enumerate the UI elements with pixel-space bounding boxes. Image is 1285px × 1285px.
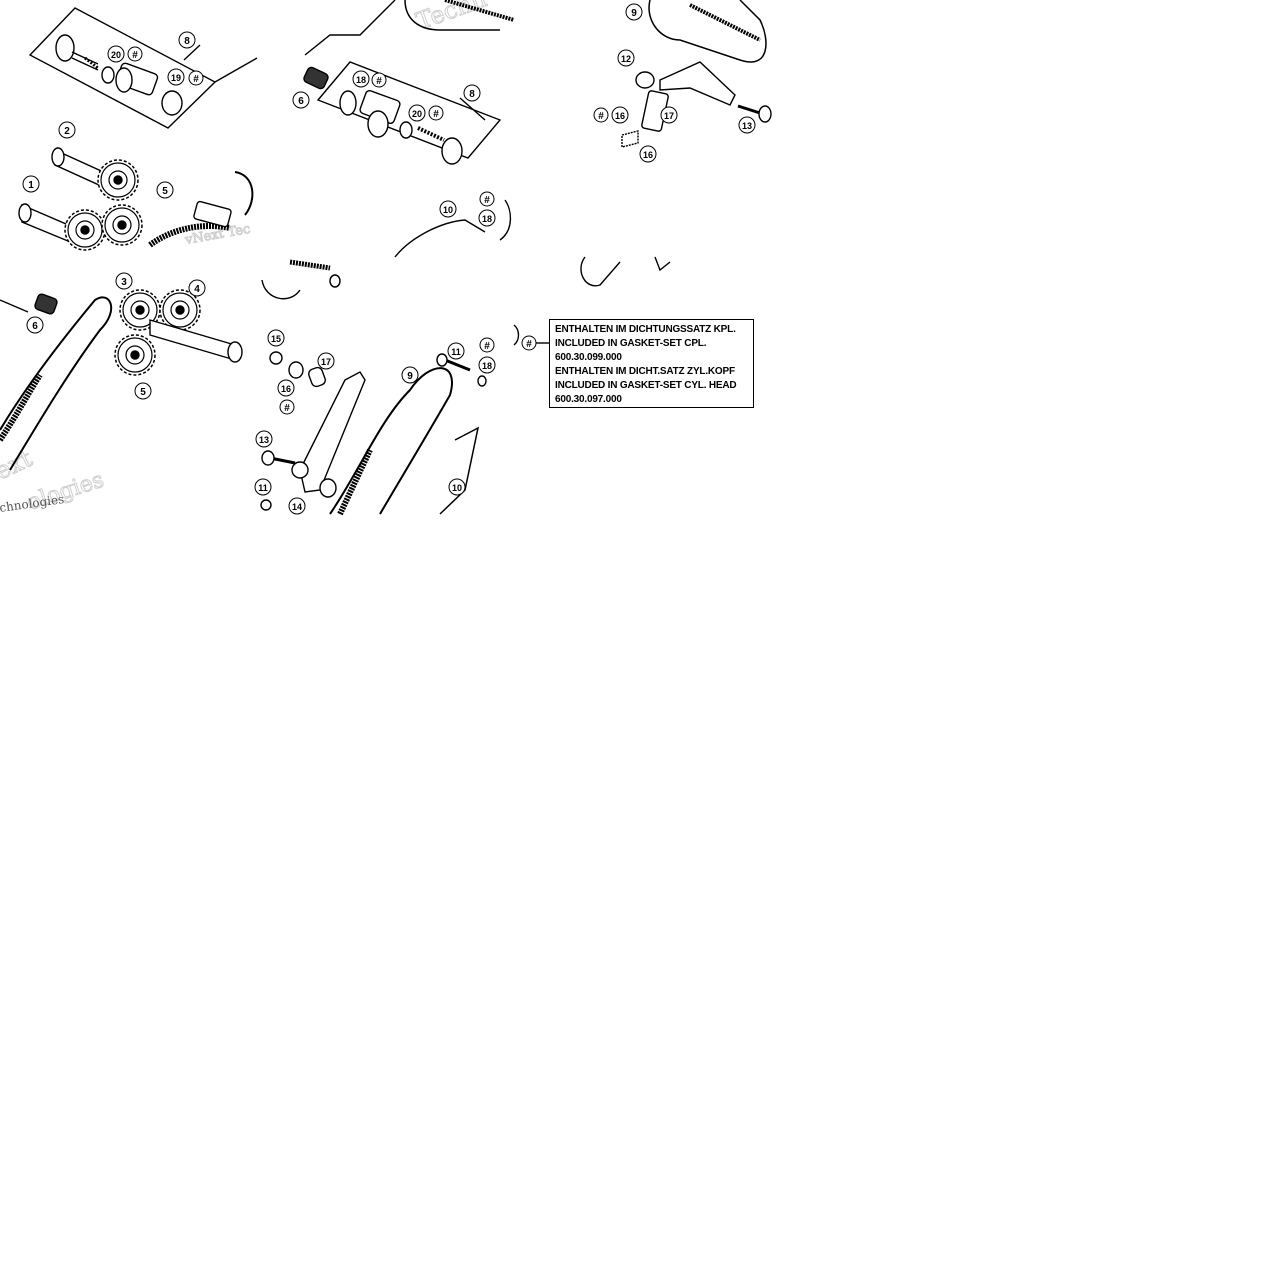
- callout-9: 9: [625, 3, 643, 21]
- callout-8: 8: [178, 31, 196, 49]
- svg-text:10: 10: [452, 483, 462, 493]
- svg-text:20: 20: [111, 50, 121, 60]
- callout-13: 13: [255, 430, 273, 448]
- svg-text:#: #: [526, 339, 532, 350]
- callout-18: 18: [478, 209, 496, 227]
- svg-text:18: 18: [356, 75, 366, 85]
- tile-chain-guide: [260, 259, 487, 516]
- callout-15: 15: [267, 329, 285, 347]
- callout-13: 13: [738, 116, 756, 134]
- tile-tensioner-assembly: [621, 0, 772, 148]
- svg-text:13: 13: [742, 121, 752, 131]
- callout-hash: #: [371, 72, 387, 88]
- gasket-set-legend: ENTHALTEN IM DICHTUNGSSATZ KPL. INCLUDED…: [549, 319, 754, 408]
- callout-hash: #: [279, 399, 295, 415]
- svg-text:18: 18: [482, 214, 492, 224]
- callout-12: 12: [617, 49, 635, 67]
- legend-line: ENTHALTEN IM DICHTUNGSSATZ KPL.: [555, 324, 736, 335]
- legend-symbol: #: [521, 335, 537, 351]
- svg-text:11: 11: [451, 347, 461, 357]
- legend-line: ENTHALTEN IM DICHT.SATZ ZYL.KOPF: [555, 366, 735, 377]
- svg-text:8: 8: [469, 89, 475, 100]
- tile-camshaft-assembly: [18, 7, 258, 251]
- svg-text:vNext Tec: vNext Tec: [183, 222, 251, 248]
- legend-line: INCLUDED IN GASKET-SET CPL.: [555, 338, 707, 349]
- svg-text:ext: ext: [0, 444, 37, 485]
- svg-text:6: 6: [298, 96, 304, 107]
- tile-bolt-assembly: [303, 0, 515, 258]
- svg-text:#: #: [132, 50, 138, 61]
- svg-text:4: 4: [194, 284, 200, 295]
- callout-5: 5: [156, 181, 174, 199]
- callout-19: 19: [167, 68, 185, 86]
- callout-17: 17: [660, 106, 678, 124]
- svg-text:14: 14: [292, 502, 302, 512]
- svg-text:5: 5: [140, 387, 146, 398]
- callout-5: 5: [134, 382, 152, 400]
- svg-text:19: 19: [171, 73, 181, 83]
- callout-11: 11: [447, 342, 465, 360]
- svg-text:12: 12: [621, 54, 631, 64]
- callout-20: 20: [107, 45, 125, 63]
- callout-18: 18: [352, 70, 370, 88]
- svg-text:#: #: [193, 74, 199, 85]
- callout-20: 20: [408, 104, 426, 122]
- callout-6: 6: [26, 316, 44, 334]
- callout-labels: 8 20 # 19 # 2 1 5 6 18 # 8 20 # # 10 18 …: [22, 3, 756, 515]
- callout-11: 11: [254, 478, 272, 496]
- callout-hash: #: [479, 191, 495, 207]
- callout-3: 3: [115, 272, 133, 290]
- svg-text:20: 20: [412, 109, 422, 119]
- callout-18: 18: [478, 356, 496, 374]
- callout-hash: #: [428, 105, 444, 121]
- callout-4: 4: [188, 279, 206, 297]
- svg-text:#: #: [484, 341, 490, 352]
- callout-10: 10: [448, 478, 466, 496]
- callout-14: 14: [288, 497, 306, 515]
- callout-hash: #: [479, 337, 495, 353]
- svg-text:#: #: [484, 195, 490, 206]
- callout-6: 6: [292, 91, 310, 109]
- svg-text:5: 5: [162, 186, 168, 197]
- svg-text:16: 16: [643, 150, 653, 160]
- svg-text:8: 8: [184, 36, 190, 47]
- svg-text:1: 1: [28, 180, 34, 191]
- svg-text:10: 10: [443, 205, 453, 215]
- tile-legend-area: [513, 256, 671, 346]
- tile-timing-chain: [0, 289, 243, 471]
- callout-8: 8: [463, 84, 481, 102]
- svg-text:9: 9: [407, 371, 413, 382]
- svg-text:18: 18: [482, 361, 492, 371]
- svg-text:11: 11: [258, 483, 268, 493]
- svg-text:9: 9: [631, 8, 637, 19]
- legend-part-number: 600.30.099.000: [555, 352, 622, 363]
- svg-text:17: 17: [321, 357, 331, 367]
- svg-text:2: 2: [64, 126, 70, 137]
- legend-part-number: 600.30.097.000: [555, 394, 622, 405]
- callout-17: 17: [317, 352, 335, 370]
- legend-line: INCLUDED IN GASKET-SET CYL. HEAD: [555, 380, 737, 391]
- svg-text:#: #: [376, 76, 382, 87]
- svg-text:17: 17: [664, 111, 674, 121]
- callout-16: 16: [639, 145, 657, 163]
- callout-16: 16: [611, 106, 629, 124]
- svg-text:13: 13: [259, 435, 269, 445]
- callout-16: 16: [277, 379, 295, 397]
- svg-text:16: 16: [281, 384, 291, 394]
- callout-1: 1: [22, 175, 40, 193]
- svg-text:3: 3: [121, 277, 127, 288]
- callout-2: 2: [58, 121, 76, 139]
- callout-hash: #: [593, 107, 609, 123]
- svg-text:16: 16: [615, 111, 625, 121]
- svg-text:#: #: [598, 111, 604, 122]
- callout-10: 10: [439, 200, 457, 218]
- callout-hash: #: [188, 70, 204, 86]
- svg-text:15: 15: [271, 334, 281, 344]
- svg-text:#: #: [284, 403, 290, 414]
- svg-text:6: 6: [32, 321, 38, 332]
- callout-9: 9: [401, 366, 419, 384]
- svg-text:#: #: [433, 109, 439, 120]
- callout-hash: #: [127, 46, 143, 62]
